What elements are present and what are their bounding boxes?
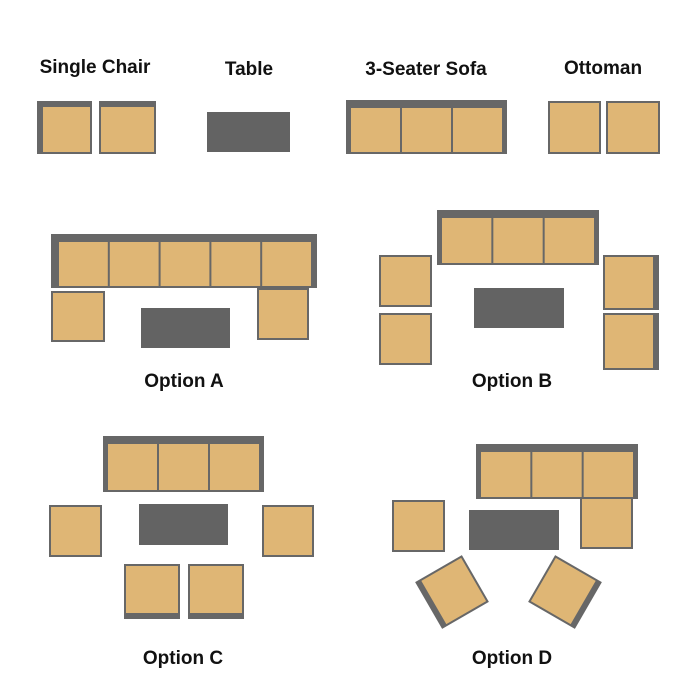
legend-ottoman-2 <box>606 101 660 154</box>
option-b-chair-right-bottom <box>603 313 659 370</box>
option-d-table <box>469 510 559 550</box>
option-d-label: Option D <box>471 648 553 669</box>
legend-single-chair-2 <box>99 101 156 154</box>
option-d-sofa <box>476 444 638 499</box>
option-b-chair-left-bottom <box>379 313 432 365</box>
sofa-cushion <box>493 218 543 263</box>
sofa-cushion <box>442 218 492 263</box>
sofa-cushion <box>211 242 261 286</box>
option-c-label: Option C <box>142 648 224 669</box>
chair-cushion <box>190 566 242 613</box>
sofa-cushion <box>532 452 582 497</box>
table-top <box>469 510 559 550</box>
option-b-chair-left-top <box>379 255 432 307</box>
table-top <box>474 288 564 328</box>
option-c-chair-right <box>262 505 314 557</box>
sofa-cushion <box>210 444 259 490</box>
legend-single-chair-1 <box>37 101 92 154</box>
legend-single-chair-label: Single Chair <box>39 57 151 78</box>
sofa-cushion <box>262 242 311 286</box>
option-c-sofa <box>103 436 264 492</box>
option-a-label: Option A <box>144 371 224 392</box>
table-top <box>207 112 290 152</box>
chair-cushion <box>381 257 430 305</box>
chair-cushion <box>264 507 312 555</box>
legend-sofa <box>346 100 507 154</box>
chair-cushion <box>394 502 443 550</box>
table-top <box>141 308 230 348</box>
option-c-chair-bottom-right <box>188 564 244 619</box>
chair-cushion <box>582 499 631 547</box>
option-b-table <box>474 288 564 328</box>
chair-cushion <box>126 566 178 613</box>
sofa-cushion <box>108 444 157 490</box>
sofa-cushion <box>59 242 108 286</box>
chair-cushion <box>101 107 154 152</box>
table-top <box>139 504 228 545</box>
chair-cushion <box>51 507 100 555</box>
option-b-chair-right-top <box>603 255 659 310</box>
option-d-chair-bottom-left <box>415 555 489 629</box>
chair-cushion <box>381 315 430 363</box>
option-c-chair-left <box>49 505 102 557</box>
sofa-cushion <box>402 108 451 152</box>
option-a-chair-right <box>257 288 309 340</box>
chair-cushion <box>605 257 653 308</box>
option-d-chair-left <box>392 500 445 552</box>
chair-cushion <box>43 107 90 152</box>
legend-table-label: Table <box>224 59 274 80</box>
legend-sofa-label: 3-Seater Sofa <box>365 59 487 80</box>
option-b-sofa <box>437 210 599 265</box>
chair-cushion <box>550 103 599 152</box>
chair-cushion <box>259 290 307 338</box>
sofa-cushion <box>544 218 594 263</box>
sofa-cushion <box>481 452 531 497</box>
sofa-cushion <box>159 444 208 490</box>
option-d-chair-bottom-right <box>528 555 602 629</box>
option-a-chair-left <box>51 291 105 342</box>
option-d-chair-right <box>580 497 633 549</box>
sofa-cushion <box>583 452 633 497</box>
option-a-sofa <box>51 234 317 288</box>
sofa-cushion <box>351 108 400 152</box>
sofa-cushion <box>160 242 210 286</box>
chair-cushion <box>608 103 658 152</box>
option-c-chair-bottom-left <box>124 564 180 619</box>
chair-cushion <box>605 315 653 368</box>
chair-cushion <box>421 557 487 625</box>
option-c-table <box>139 504 228 545</box>
legend-ottoman-label: Ottoman <box>563 58 643 79</box>
legend-ottoman-1 <box>548 101 601 154</box>
option-b-label: Option B <box>471 371 553 392</box>
sofa-cushion <box>109 242 159 286</box>
legend-table <box>207 112 290 152</box>
sofa-cushion <box>453 108 502 152</box>
chair-cushion <box>53 293 103 340</box>
chair-cushion <box>530 557 596 625</box>
option-a-table <box>141 308 230 348</box>
